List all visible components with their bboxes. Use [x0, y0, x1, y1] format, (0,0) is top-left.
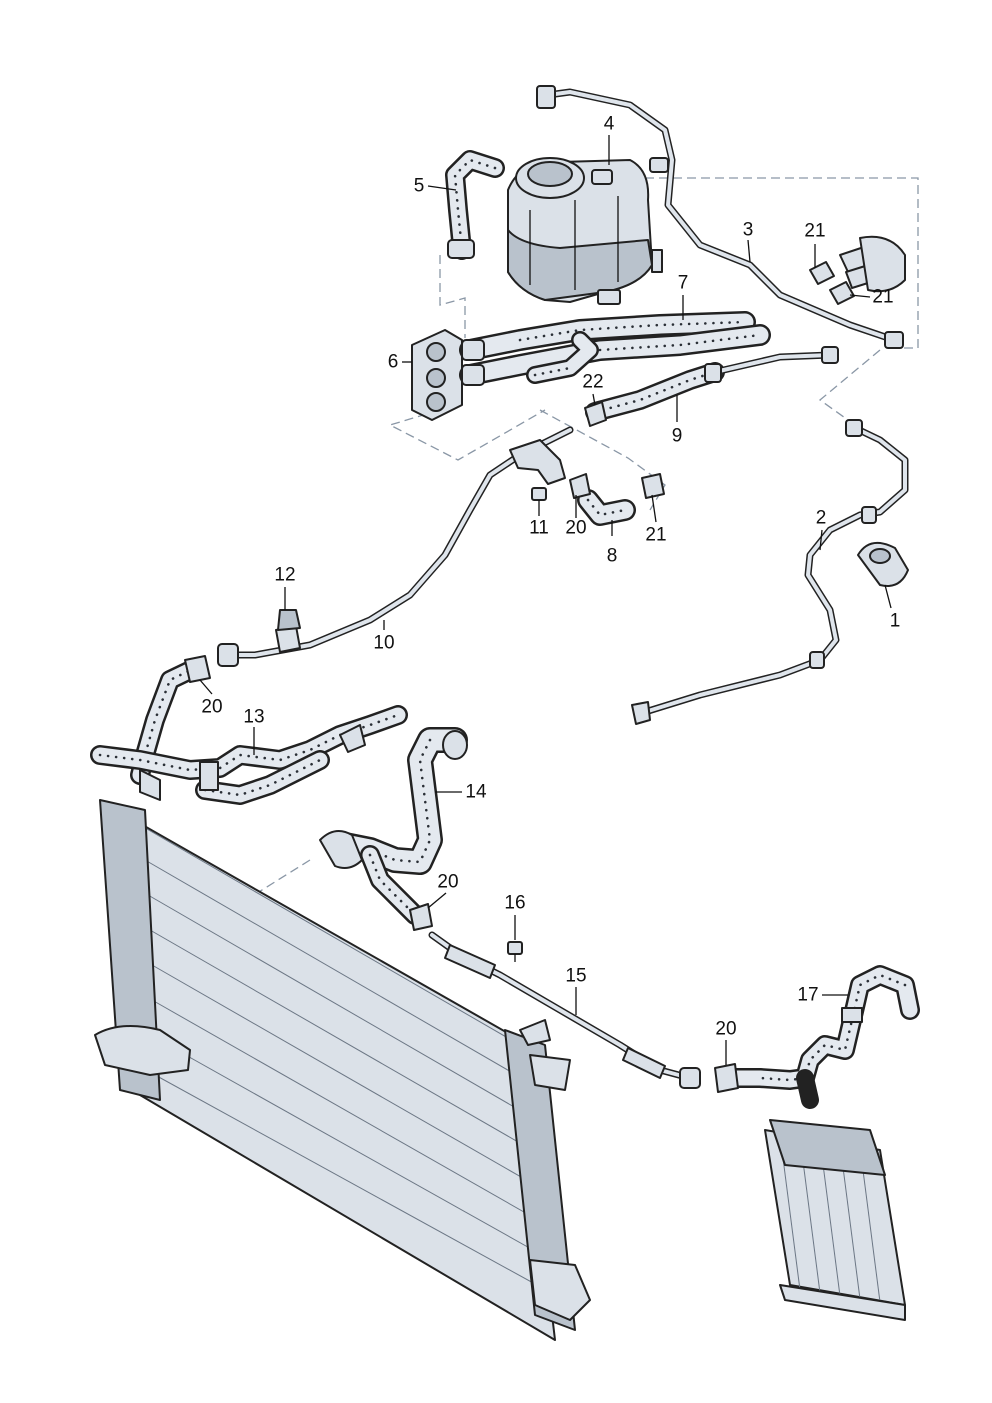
hose-13	[90, 655, 408, 805]
clamp-22	[584, 401, 607, 427]
callout-20-middle: 20	[437, 871, 459, 893]
callout-10: 10	[373, 632, 395, 654]
callout-1: 1	[889, 610, 901, 632]
callout-13: 13	[243, 706, 265, 728]
callout-21-middle: 21	[645, 524, 667, 546]
callout-8: 8	[606, 545, 618, 567]
callout-4: 4	[603, 113, 615, 135]
auxiliary-cooler	[764, 1119, 906, 1321]
callout-20-upper: 20	[565, 517, 587, 539]
callout-5: 5	[413, 175, 425, 197]
hose-14	[319, 727, 468, 931]
callout-21-right: 21	[872, 286, 894, 308]
callout-3: 3	[742, 219, 754, 241]
hose-9	[585, 346, 839, 422]
grommet-1	[857, 541, 909, 587]
callout-7: 7	[677, 272, 689, 294]
callout-17: 17	[797, 984, 819, 1006]
callout-21-top: 21	[804, 220, 826, 242]
vent-pipe-top	[536, 85, 904, 349]
callout-6: 6	[387, 351, 399, 373]
hose-8	[569, 473, 665, 526]
hose-17	[714, 965, 920, 1109]
radiator	[94, 799, 591, 1341]
pipe-10	[217, 426, 574, 667]
expansion-tank	[507, 157, 663, 305]
hose-5	[445, 150, 505, 260]
callout-20-lower: 20	[715, 1018, 737, 1040]
hose-7	[459, 311, 771, 386]
bolt-16	[507, 941, 523, 962]
callout-20-left: 20	[201, 696, 223, 718]
callout-2: 2	[815, 507, 827, 529]
callout-22: 22	[582, 371, 604, 393]
callout-15: 15	[565, 965, 587, 987]
callout-11: 11	[529, 517, 549, 539]
pipe-2	[631, 419, 909, 725]
leader-lines	[199, 135, 892, 1065]
flange-6	[411, 329, 463, 421]
callout-14: 14	[465, 781, 487, 803]
callout-16: 16	[504, 892, 526, 914]
clamps-21-top	[809, 235, 906, 305]
callout-12: 12	[274, 564, 296, 586]
pipe-15	[428, 931, 701, 1089]
bolt-11	[531, 487, 547, 508]
callout-9: 9	[671, 425, 683, 447]
